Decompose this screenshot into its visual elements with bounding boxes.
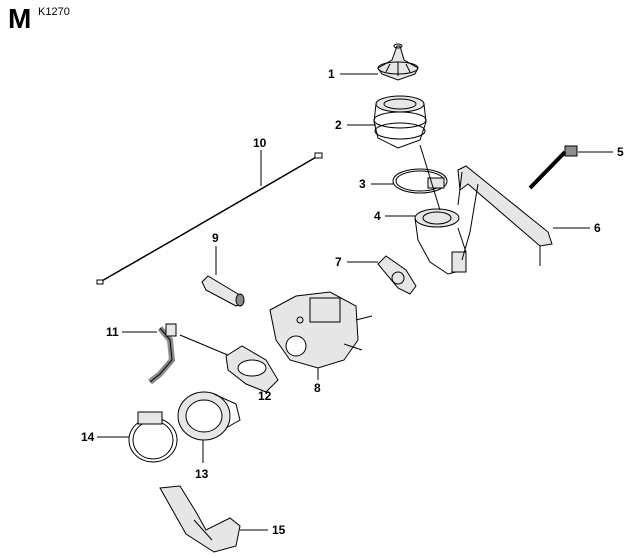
callout-5: 5 (617, 145, 624, 159)
model-code: K1270 (38, 6, 70, 18)
callout-13: 13 (195, 467, 209, 481)
part-7-gasket (377, 255, 417, 295)
callout-14: 14 (81, 430, 95, 444)
part-9-shaft (201, 275, 245, 307)
part-3-clamp (392, 168, 448, 194)
callout-4: 4 (374, 209, 381, 223)
callout-6: 6 (594, 221, 601, 235)
callout-9: 9 (212, 231, 219, 245)
callout-12: 12 (258, 389, 272, 403)
part-15-shield (159, 485, 241, 553)
callout-7: 7 (335, 255, 342, 269)
part-8-carburetor (269, 291, 373, 369)
callout-15: 15 (272, 523, 286, 537)
part-1-cap (377, 43, 419, 81)
part-10-cable (96, 152, 323, 285)
part-4-intake (414, 144, 467, 275)
part-12-flange (225, 345, 279, 393)
part-13-adapter (177, 391, 241, 441)
leader-11b (179, 334, 231, 357)
part-6-bracket (457, 165, 553, 266)
part-5-bolt (528, 145, 578, 190)
callout-10: 10 (253, 136, 267, 150)
part-11-hose (148, 323, 177, 385)
callout-11: 11 (106, 325, 119, 339)
part-2-bellows (373, 95, 427, 149)
callout-1: 1 (328, 67, 335, 81)
callout-3: 3 (359, 177, 366, 191)
callout-2: 2 (335, 118, 342, 132)
callout-8: 8 (314, 381, 321, 395)
part-14-clamp (128, 411, 178, 463)
section-letter: M (8, 3, 32, 34)
